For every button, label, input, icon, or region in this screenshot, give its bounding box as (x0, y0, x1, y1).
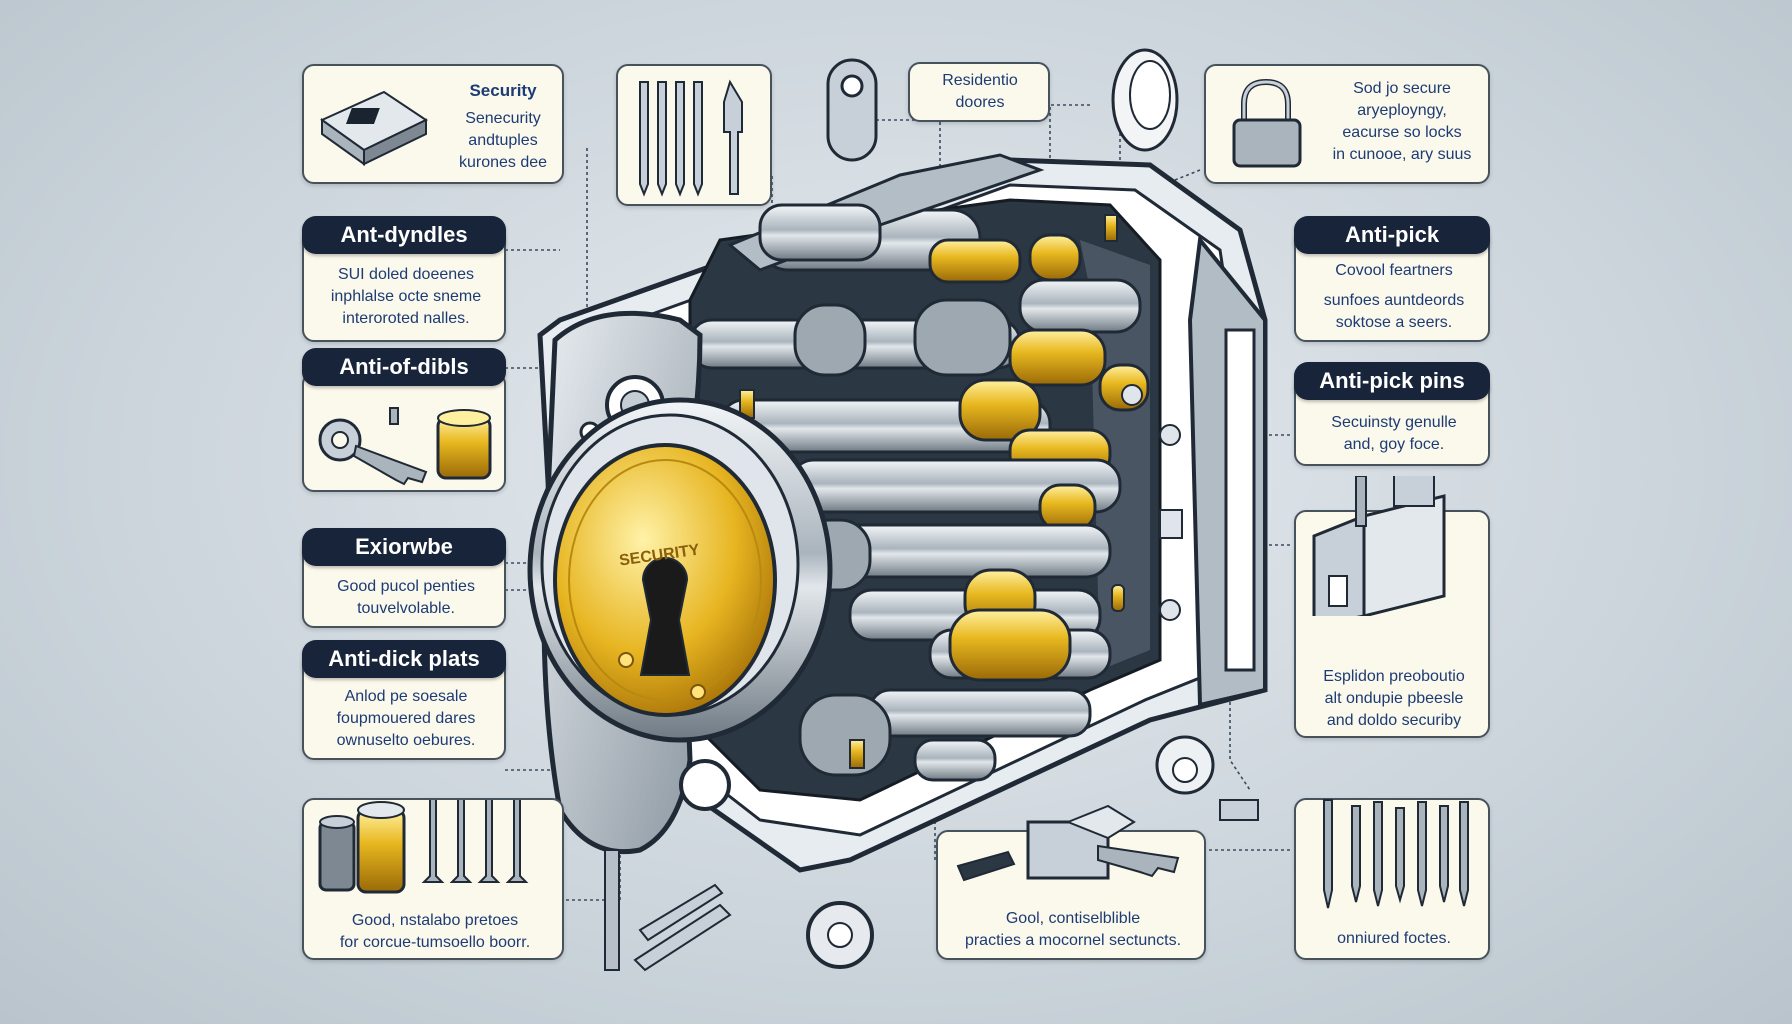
card-anti-pick-pins-line-2: and, goy foce. (1343, 436, 1445, 453)
key-in-lock-icon (956, 804, 1180, 882)
card-security: Security Senecurity andtuples kurones de… (302, 64, 564, 184)
card-anti-dyndles-line-1: SUI doled doeenes (337, 266, 475, 283)
card-anti-dyndles-line-2: inphlalse octe sneme (330, 288, 482, 305)
card-anti-dick-line-2: foupmouered dares (336, 710, 476, 727)
pill-anti-pick-pins: Anti-pick pins (1294, 362, 1490, 400)
picks-icon (1323, 799, 1469, 909)
card-residential: Residentio doores (908, 62, 1050, 122)
card-secure-line-3: eacurse so locks (1342, 124, 1462, 141)
card-exterior-line-1: Good pucol penties (337, 578, 475, 595)
bracket-icon (1312, 476, 1446, 616)
card-bracket-line-2: alt ondupie pbeesle (1324, 690, 1464, 707)
padlock-icon (1232, 78, 1302, 168)
card-exterior-line-2: touvelvolable. (357, 600, 455, 617)
tag-icon (826, 58, 878, 162)
card-anti-dick-line-3: ownuselto oebures. (336, 732, 476, 749)
card-secure-line-1: Sod jo secure (1353, 80, 1451, 97)
nails-and-cylinders-icon (318, 800, 529, 894)
card-secure: Sod jo secure aryeployngy, eacurse so lo… (1204, 64, 1490, 184)
card-bottom-center-line-2: practies a mocornel sectuncts. (964, 932, 1182, 949)
card-bottom-center: Gool, contiselblible practies a mocornel… (936, 804, 1206, 960)
loose-parts (604, 735, 1259, 972)
card-bottom-left-line-2: for corcue-tumsoello boorr. (339, 934, 531, 951)
card-secure-line-2: aryeployngy, (1357, 102, 1447, 119)
pill-anti-dick: Anti-dick plats (302, 640, 506, 678)
card-bracket-line-3: and doldo securiby (1326, 712, 1462, 729)
card-bottom-right-line-1: onniured foctes. (1337, 930, 1451, 947)
pill-anti-off: Anti-of-dibls (302, 348, 506, 386)
brass-plate: SECURITY (553, 443, 777, 717)
oval-tag-icon (1111, 48, 1179, 152)
card-security-line-2: andtuples (468, 132, 538, 149)
key-and-cylinder-icon (318, 407, 492, 486)
card-residential-line-2: doores (955, 94, 1005, 111)
card-secure-line-4: in cunooe, ary suus (1332, 146, 1472, 163)
card-security-title: Security (469, 81, 537, 100)
card-anti-dyndles-line-3: interoroted nalles. (342, 310, 470, 327)
card-bottom-left: Good, nstalabo pretoes for corcue-tumsoe… (302, 798, 564, 960)
card-anti-pick-line-2: sunfoes auntdeords (1323, 292, 1465, 309)
card-pins (616, 64, 772, 206)
card-bottom-right: onniured foctes. (1294, 798, 1490, 960)
card-anti-dick-line-1: Anlod pe soesale (344, 688, 468, 705)
card-bottom-left-line-1: Good, nstalabo pretoes (351, 912, 519, 929)
pill-exterior: Exiorwbe (302, 528, 506, 566)
card-anti-pick-line-1: Covool feartners (1335, 262, 1453, 279)
card-residential-line-1: Residentio (942, 72, 1018, 89)
pill-anti-pick: Anti-pick (1294, 216, 1490, 254)
card-security-line-3: kurones dee (458, 154, 548, 171)
card-anti-off (302, 372, 506, 492)
pins-icon (639, 79, 743, 197)
card-security-line-1: Senecurity (465, 110, 541, 127)
card-anti-pick-pins-line-1: Secuinsty genulle (1331, 414, 1457, 431)
card-bracket-line-1: Esplidon preoboutio (1323, 668, 1465, 685)
pill-anti-dyndles: Ant-dyndles (302, 216, 506, 254)
keypad-box-icon (320, 90, 429, 166)
card-bottom-center-line-1: Gool, contiselblible (1005, 910, 1141, 927)
card-bracket: Esplidon preoboutio alt ondupie pbeesle … (1294, 476, 1490, 738)
card-anti-pick-line-3: soktose a seers. (1335, 314, 1453, 331)
